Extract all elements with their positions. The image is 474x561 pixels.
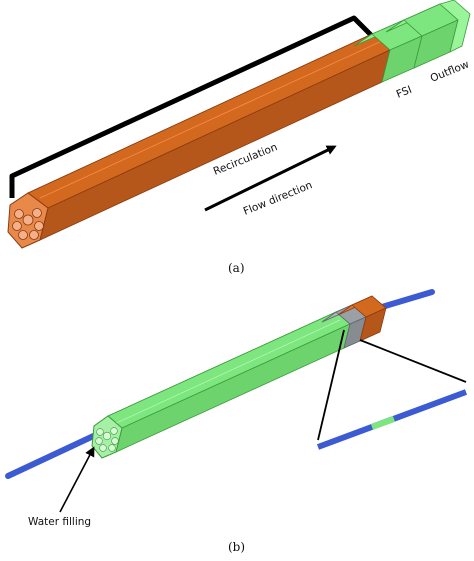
label-outflow: Outflow bbox=[429, 58, 472, 85]
water-filling-arrow bbox=[59, 446, 95, 513]
green-column-lower bbox=[115, 323, 351, 453]
rod-bundle-end bbox=[12, 208, 44, 240]
label-water-filling: Water filling bbox=[28, 516, 91, 528]
zoom-line-right bbox=[359, 339, 467, 383]
label-fsi: FSI bbox=[395, 84, 414, 101]
inset-rod-green-part bbox=[370, 416, 396, 430]
caption-b: (b) bbox=[228, 540, 245, 554]
flow-direction-arrow bbox=[204, 145, 337, 212]
blue-rod-left bbox=[5, 429, 105, 479]
recirculation-bracket bbox=[9, 15, 374, 198]
recirculation-column-lower-face bbox=[39, 49, 391, 241]
column-edge-line bbox=[39, 39, 385, 199]
green-rod-bundle bbox=[95, 427, 119, 452]
label-flow-direction: Flow direction bbox=[242, 179, 314, 218]
panel-a: Recirculation FSI Outflow Flow direction… bbox=[7, 0, 472, 275]
panel-b: Water filling (b) bbox=[5, 289, 468, 554]
outflow-end-face bbox=[439, 0, 471, 53]
caption-a: (a) bbox=[228, 261, 245, 275]
recirculation-column-front-face bbox=[27, 33, 391, 209]
orange-end-lower bbox=[359, 307, 387, 342]
zoom-line-left bbox=[317, 329, 345, 441]
green-edge-line bbox=[109, 319, 341, 427]
